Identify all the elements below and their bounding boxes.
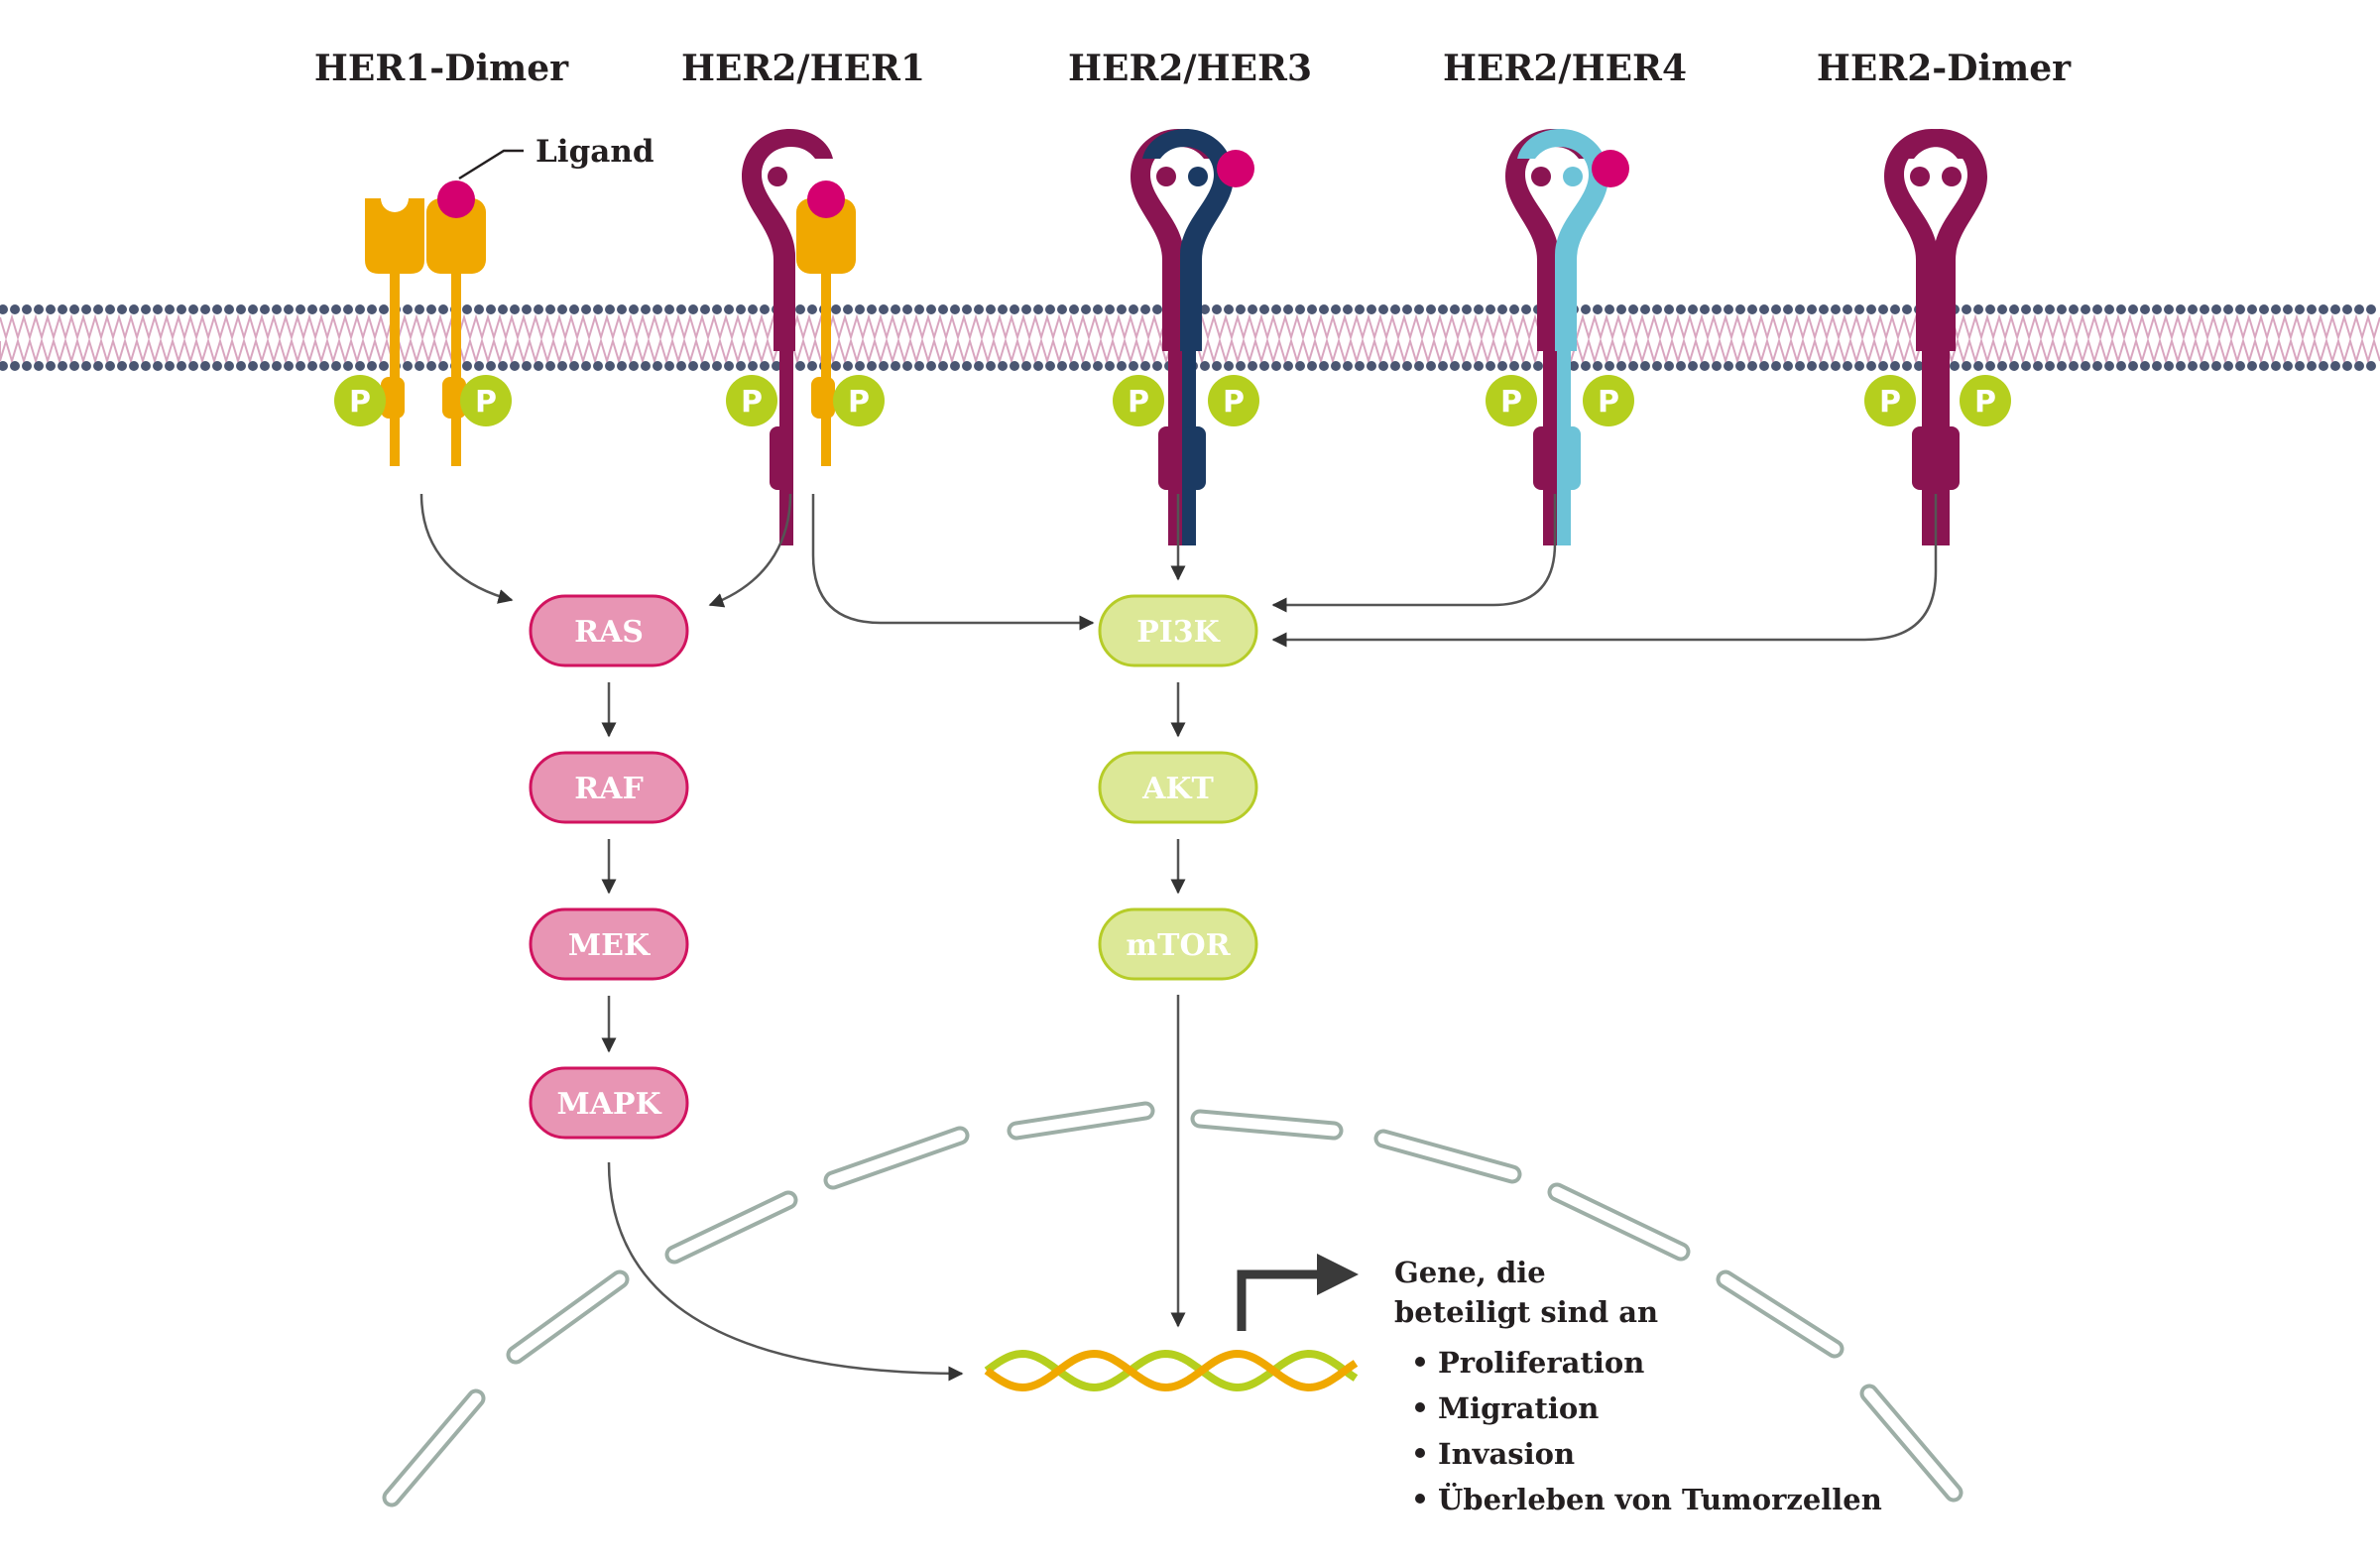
phosphate-label: P [1223, 385, 1245, 420]
ligand-label: Ligand [536, 134, 654, 170]
phosphate-label: P [1500, 385, 1522, 420]
arrow-her1dimer-to-ras [419, 493, 514, 604]
ligand-callout: Ligand [458, 134, 654, 181]
genes-heading-line-2: beteiligt sind an [1394, 1295, 1658, 1329]
phosphate-icon: P [1960, 375, 2011, 426]
signal-connectors [419, 493, 1938, 1382]
genes-list: Gene, die beteiligt sind an Proliferatio… [1394, 1256, 1882, 1516]
node-label: MAPK [556, 1087, 661, 1122]
phosphate-label: P [349, 385, 371, 420]
ligand-icon [437, 181, 475, 218]
gene-item-label: Überleben von Tumorzellen [1438, 1481, 1882, 1516]
node-label: PI3K [1136, 615, 1220, 650]
gene-item-migration: Migration [1415, 1391, 1599, 1425]
her4-receptor [1517, 129, 1608, 545]
phosphate-icon: P [1208, 375, 1259, 426]
gene-item-label: Invasion [1438, 1437, 1575, 1471]
bullet-icon [1415, 1357, 1425, 1367]
phosphate-label: P [741, 385, 763, 420]
node-akt: AKT [1098, 751, 1258, 824]
dimer-titles: HER1-Dimer HER2/HER1 HER2/HER3 HER2/HER4… [314, 48, 2072, 89]
pi3k-pathway: PI3K AKT mTOR [1098, 594, 1258, 981]
her1-receptor-left [365, 198, 424, 466]
her1-receptor-right [426, 198, 486, 466]
ligand-icon [807, 181, 845, 218]
phosphate-label: P [1879, 385, 1901, 420]
title-her2-her4: HER2/HER4 [1443, 48, 1687, 89]
title-her2-her3: HER2/HER3 [1068, 48, 1312, 89]
arrow-mapk-to-dna [607, 1161, 964, 1382]
title-her2-her1: HER2/HER1 [681, 48, 925, 89]
gene-item-label: Proliferation [1438, 1346, 1644, 1380]
title-her2-dimer: HER2-Dimer [1817, 48, 2072, 89]
phosphate-label: P [1598, 385, 1619, 420]
node-ras: RAS [529, 594, 689, 667]
arrow-her2her1-to-ras [708, 493, 792, 608]
node-label: AKT [1141, 772, 1214, 806]
phosphate-icon: P [1583, 375, 1634, 426]
node-pi3k: PI3K [1098, 594, 1258, 667]
gene-item-invasion: Invasion [1415, 1437, 1575, 1471]
ras-pathway: RAS RAF MEK MAPK [529, 594, 689, 1140]
dna-strand-orange [984, 1349, 1359, 1392]
arrow-her2her4-to-pi3k [1271, 494, 1557, 613]
node-raf: RAF [529, 751, 689, 824]
phosphate-icon: P [334, 375, 386, 426]
phosphate-label: P [848, 385, 870, 420]
node-mtor: mTOR [1098, 907, 1258, 981]
ligand-icon [1592, 150, 1629, 187]
phosphate-icon: P [1864, 375, 1916, 426]
phosphate-icon: P [1113, 375, 1164, 426]
ligand-pointer-line [458, 149, 524, 181]
phosphate-icon: P [460, 375, 512, 426]
gene-item-label: Migration [1438, 1391, 1599, 1425]
genes-heading-line-1: Gene, die [1394, 1256, 1546, 1289]
gene-item-ueberleben: Überleben von Tumorzellen [1415, 1481, 1882, 1516]
node-label: RAS [574, 615, 644, 650]
dna-helix [984, 1349, 1359, 1392]
phosphate-label: P [475, 385, 497, 420]
nucleus-envelope [382, 1101, 1964, 1507]
her2-receptor [1505, 129, 1597, 545]
transcription-arrow [1237, 1254, 1359, 1331]
ligand-icon [1217, 150, 1254, 187]
phosphate-icon: P [833, 375, 885, 426]
node-label: MEK [568, 928, 651, 963]
node-mapk: MAPK [529, 1066, 689, 1140]
node-label: RAF [574, 772, 644, 806]
her1-receptor [796, 198, 856, 466]
bullet-icon [1415, 1494, 1425, 1504]
bullet-icon [1415, 1448, 1425, 1458]
lipid-heads [0, 304, 2376, 371]
phosphate-icon: P [726, 375, 777, 426]
node-label: mTOR [1126, 928, 1231, 963]
phosphate-label: P [1974, 385, 1996, 420]
gene-item-proliferation: Proliferation [1415, 1346, 1644, 1380]
dna-strand-green [984, 1349, 1359, 1392]
cell-membrane [0, 304, 2380, 371]
phosphate-icon: P [1486, 375, 1537, 426]
arrow-her2her1-to-pi3k [811, 494, 1095, 631]
phosphate-label: P [1128, 385, 1149, 420]
bullet-icon [1415, 1402, 1425, 1412]
node-mek: MEK [529, 907, 689, 981]
title-her1-dimer: HER1-Dimer [314, 48, 569, 89]
arrow-her2dimer-to-pi3k [1271, 494, 1938, 648]
